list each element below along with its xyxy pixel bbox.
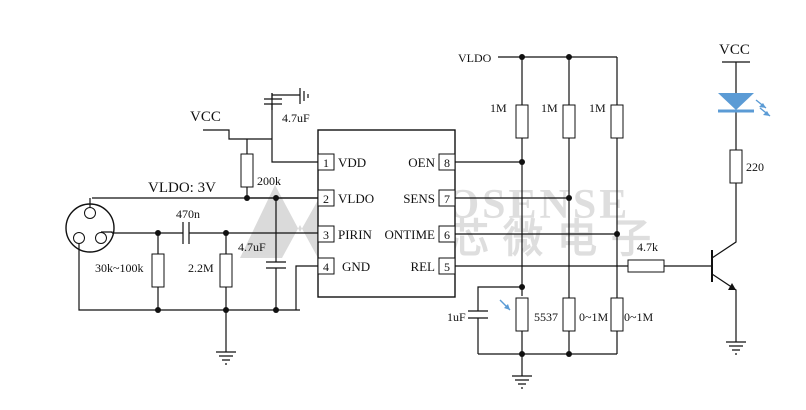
- capacitor-4u7-mid: 4.7uF: [238, 195, 286, 313]
- chip-pin-5: 5 REL: [410, 257, 456, 275]
- chip-pin-4: 4 GND: [317, 257, 370, 275]
- vcc-right-supply: VCC: [719, 42, 750, 93]
- resistor-220: 220: [729, 110, 764, 226]
- svg-text:GND: GND: [342, 259, 370, 274]
- chip-pin-8: 8 OEN: [408, 153, 456, 171]
- svg-text:2.2M: 2.2M: [188, 261, 214, 275]
- svg-text:4: 4: [323, 260, 329, 274]
- vldo-3v-net: VLDO: 3V: [92, 180, 318, 201]
- resistor-200k: 200k: [240, 139, 318, 199]
- ground-icon-right: [512, 354, 532, 389]
- ground-icon-top: [299, 88, 309, 104]
- gnd-pin-wire: [295, 265, 318, 310]
- watermark-logo: [240, 185, 335, 258]
- ground-icon-left: [216, 310, 236, 365]
- capacitor-4u7-top: 4.7uF: [264, 93, 310, 125]
- svg-text:OEN: OEN: [408, 155, 435, 170]
- vldo-top-net: VLDO: [458, 51, 617, 65]
- svg-text:220: 220: [746, 160, 764, 174]
- svg-text:200k: 200k: [257, 174, 281, 188]
- resistor-1m-oen: 1M: [490, 57, 529, 296]
- svg-text:470n: 470n: [176, 207, 200, 221]
- vcc-left-supply: VCC: [190, 109, 247, 140]
- svg-text:1M: 1M: [541, 101, 558, 115]
- svg-text:VDD: VDD: [338, 155, 366, 170]
- resistor-0-1m-ontime: 0~1M: [610, 234, 653, 354]
- svg-text:VCC: VCC: [719, 42, 750, 58]
- svg-text:VCC: VCC: [190, 109, 221, 125]
- svg-text:4.7uF: 4.7uF: [282, 111, 310, 125]
- svg-text:1uF: 1uF: [447, 310, 466, 324]
- resistor-1m-sens: 1M: [541, 57, 576, 198]
- npn-transistor: [711, 226, 737, 342]
- resistor-2m2: 2.2M: [188, 230, 233, 313]
- resistor-30k-100k: 30k~100k: [95, 230, 165, 313]
- svg-text:5: 5: [444, 260, 450, 274]
- svg-text:4.7k: 4.7k: [637, 240, 658, 254]
- svg-text:VLDO: VLDO: [458, 51, 492, 65]
- chip-pin-1: 1 VDD: [317, 153, 366, 171]
- chip-pin-6: 6 ONTIME: [384, 225, 456, 243]
- led-icon: [718, 93, 771, 117]
- photoresistor-5537: 5537: [499, 297, 558, 357]
- sensor-ic-body: [317, 129, 456, 298]
- svg-text:1M: 1M: [490, 101, 507, 115]
- svg-text:6: 6: [444, 228, 450, 242]
- pir-sensor: [65, 198, 300, 311]
- svg-text:3: 3: [323, 228, 329, 242]
- chip-pin-7: 7 SENS: [403, 189, 456, 207]
- svg-text:PIRIN: PIRIN: [338, 227, 373, 242]
- capacitor-1uf: 1uF: [447, 284, 525, 354]
- resistor-4k7: 4.7k: [627, 240, 712, 273]
- svg-text:ONTIME: ONTIME: [384, 227, 435, 242]
- svg-text:REL: REL: [410, 259, 435, 274]
- svg-text:0~1M: 0~1M: [579, 310, 608, 324]
- svg-text:4.7uF: 4.7uF: [238, 240, 266, 254]
- svg-text:SENS: SENS: [403, 191, 435, 206]
- resistor-1m-ontime: 1M: [589, 57, 624, 234]
- chip-pin-3: 3 PIRIN: [317, 225, 373, 243]
- svg-text:1M: 1M: [589, 101, 606, 115]
- resistor-0-1m-sens: 0~1M: [562, 198, 608, 357]
- capacitor-470n: 470n: [112, 207, 318, 244]
- svg-text:8: 8: [444, 156, 450, 170]
- svg-text:VLDO: VLDO: [338, 191, 374, 206]
- vdd-wire: [271, 93, 318, 163]
- svg-text:5537: 5537: [534, 310, 558, 324]
- ground-icon-transistor: [726, 341, 746, 355]
- chip-pin-2: 2 VLDO: [317, 189, 374, 207]
- svg-text:0~1M: 0~1M: [624, 310, 653, 324]
- svg-text:30k~100k: 30k~100k: [95, 261, 144, 275]
- svg-text:1: 1: [323, 156, 329, 170]
- svg-text:7: 7: [444, 192, 450, 206]
- svg-text:2: 2: [323, 192, 329, 206]
- svg-text:VLDO: 3V: VLDO: 3V: [148, 180, 216, 196]
